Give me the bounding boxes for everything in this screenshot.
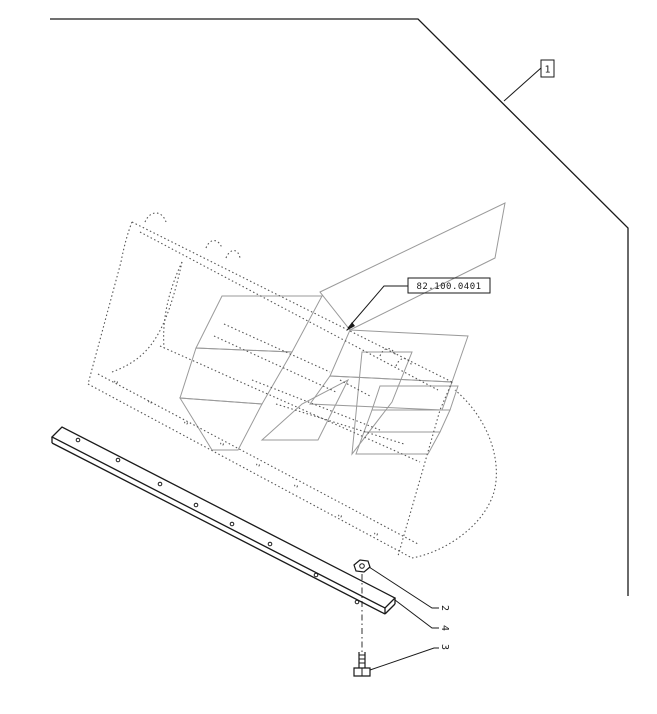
callout-2-leader — [368, 566, 439, 609]
reference-arrowhead — [346, 322, 355, 331]
plate-bolt-holes — [75, 437, 360, 605]
callout-1-label: 1 — [544, 65, 550, 76]
callout-1[interactable]: 1 — [540, 59, 555, 78]
callout-2-label[interactable]: 2 — [439, 605, 450, 611]
bucket-outline — [87, 212, 497, 559]
reference-label: 82.100.0401 — [416, 282, 481, 292]
reference-callout[interactable]: 82.100.0401 — [407, 277, 491, 294]
callout-4-label[interactable]: 4 — [439, 625, 450, 631]
bolt[interactable] — [353, 652, 371, 677]
assembly-bracket-line — [50, 18, 629, 596]
callout-4-leader — [394, 599, 439, 629]
callout-3-leader — [369, 647, 439, 671]
nut[interactable] — [353, 559, 371, 573]
watermark-logo — [179, 202, 506, 456]
cutting-edge-plate[interactable] — [50, 426, 397, 615]
callout-1-leader — [503, 67, 542, 102]
callout-3-label[interactable]: 3 — [439, 644, 450, 650]
reference-leader — [347, 285, 408, 329]
